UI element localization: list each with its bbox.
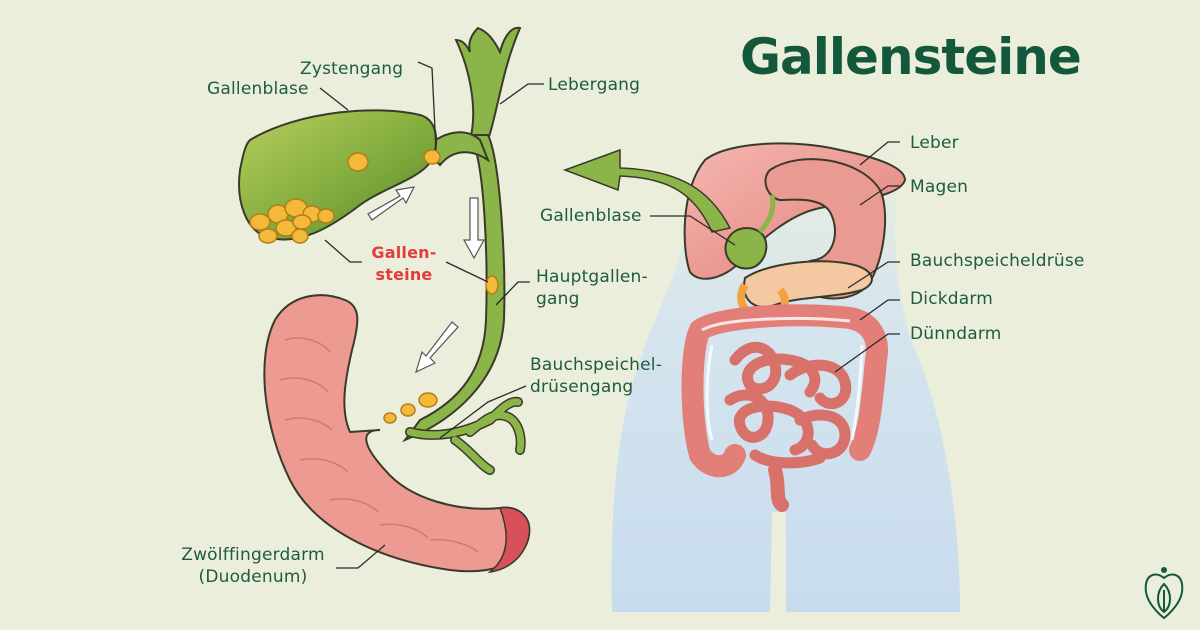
label-lebergang: Lebergang xyxy=(548,75,641,95)
label-gallensteine-line2: steine xyxy=(375,265,433,284)
label-gallensteine-line1: Gallen- xyxy=(371,243,437,262)
label-zwoelffingerdarm: Zwölffingerdarm (Duodenum) xyxy=(168,544,338,588)
label-zystengang: Zystengang xyxy=(300,59,404,79)
label-zwoelffingerdarm-line1: Zwölffingerdarm xyxy=(181,545,325,565)
label-zwoelffingerdarm-line2: (Duodenum) xyxy=(198,567,308,587)
label-leber: Leber xyxy=(910,133,959,153)
label-bauchspeicheldruesengang-line1: Bauchspeichel- xyxy=(530,355,663,375)
label-hauptgallengang-line2: gang xyxy=(536,289,580,309)
label-bauchspeicheldruese: Bauchspeicheldrüse xyxy=(910,251,1085,271)
cystic-duct xyxy=(423,131,491,167)
label-duenndarm: Dünndarm xyxy=(910,324,1002,344)
label-gallenblase-right: Gallenblase xyxy=(540,206,642,226)
common-bile-duct xyxy=(402,134,506,443)
hepatic-duct xyxy=(454,26,522,141)
flow-arrows xyxy=(367,186,486,374)
label-dickdarm: Dickdarm xyxy=(910,289,994,309)
label-hauptgallengang: Hauptgallen- gang xyxy=(536,266,648,310)
label-bauchspeicheldruesengang-line2: drüsengang xyxy=(530,377,634,397)
label-bauchspeicheldruesengang: Bauchspeichel- drüsengang xyxy=(530,354,662,398)
gallstones xyxy=(249,149,499,443)
gallbladder-small xyxy=(724,227,768,270)
label-hauptgallengang-line1: Hauptgallen- xyxy=(536,267,648,287)
pointer-arrow xyxy=(562,148,732,233)
small-intestine xyxy=(724,341,852,469)
label-gallensteine: Gallen- steine xyxy=(364,242,444,286)
leader-lines xyxy=(319,61,900,569)
colon xyxy=(681,304,888,478)
leaf-shield-logo xyxy=(1144,567,1184,620)
page-title: Gallensteine xyxy=(740,28,1082,86)
label-gallenblase-left: Gallenblase xyxy=(207,79,309,99)
label-magen: Magen xyxy=(910,177,969,197)
